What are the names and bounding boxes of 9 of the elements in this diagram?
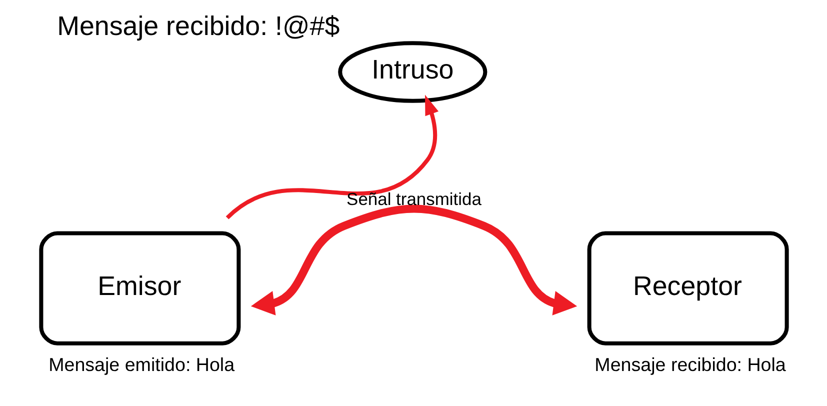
- node-label: Mensaje recibido: !@#$: [56, 11, 340, 42]
- arrow: [250, 204, 577, 316]
- edge-label: Señal transmitida: [346, 188, 481, 209]
- node-ellipse: Intruso: [338, 41, 487, 103]
- node-box: Receptor: [586, 231, 788, 346]
- node-label: Mensaje recibido: Hola: [594, 354, 786, 376]
- node-box: Emisor: [38, 231, 240, 346]
- node-label: Mensaje emitido: Hola: [48, 354, 234, 376]
- arrow: [226, 94, 438, 220]
